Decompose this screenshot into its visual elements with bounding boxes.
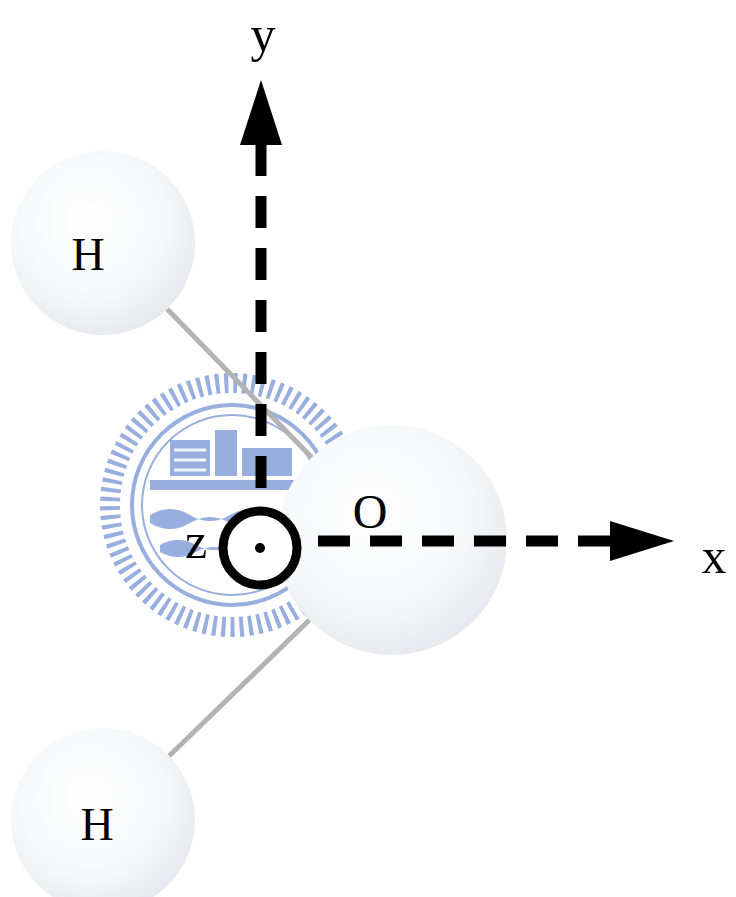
z-axis-symbol (223, 511, 297, 585)
atom-symbol: H (80, 802, 113, 848)
atom-sphere: H (11, 151, 195, 335)
axis-label: y (251, 9, 276, 59)
atom-sphere: H (11, 728, 195, 897)
z-axis-dot (255, 543, 265, 553)
axis-label: x (702, 531, 727, 581)
atom-symbol: H (71, 232, 104, 278)
bond-line (167, 309, 312, 458)
axis-label: z (185, 516, 207, 566)
atom-symbol: O (353, 488, 388, 536)
y-arrowhead (240, 80, 282, 145)
x-arrowhead (610, 521, 674, 561)
y-axis (256, 145, 267, 488)
bond-line (169, 620, 309, 756)
